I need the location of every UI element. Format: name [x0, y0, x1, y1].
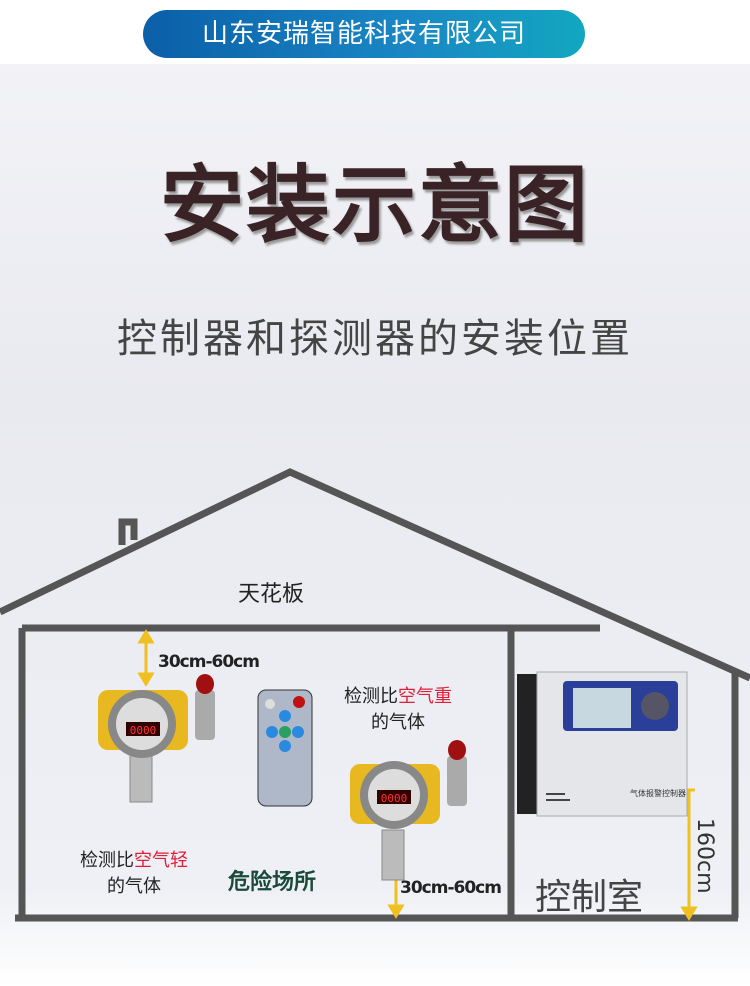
- gas-detector-left: 0000: [98, 674, 215, 803]
- bottom-clearance-label: 30cm-60cm: [400, 878, 502, 898]
- control-room-label: 控制室: [535, 877, 644, 918]
- heavy-gas-label: 检测比空气重 的气体: [344, 686, 452, 733]
- page-title: 安装示意图: [159, 156, 590, 254]
- company-banner: 山东安瑞智能科技有限公司: [143, 10, 585, 58]
- ceiling-label: 天花板: [238, 582, 305, 607]
- house-outline: [0, 468, 750, 922]
- top-clearance-label: 30cm-60cm: [158, 652, 260, 672]
- header-strip: 山东安瑞智能科技有限公司: [0, 0, 750, 64]
- light-gas-label: 检测比空气轻 的气体: [80, 850, 188, 897]
- roof-line: [0, 468, 750, 682]
- controller-name-label: 气体报警控制器: [630, 789, 686, 798]
- remote-control: [257, 689, 313, 807]
- gas-detector-right: 0000: [350, 740, 467, 881]
- controller-height-label: 160cm: [692, 818, 717, 894]
- page-subtitle: 控制器和探测器的安装位置: [117, 316, 633, 362]
- hazard-area-label: 危险场所: [228, 870, 317, 895]
- chimney: [118, 518, 138, 545]
- svg-text:0000: 0000: [381, 792, 408, 805]
- alarm-controller: [517, 671, 688, 817]
- svg-text:0000: 0000: [130, 724, 157, 737]
